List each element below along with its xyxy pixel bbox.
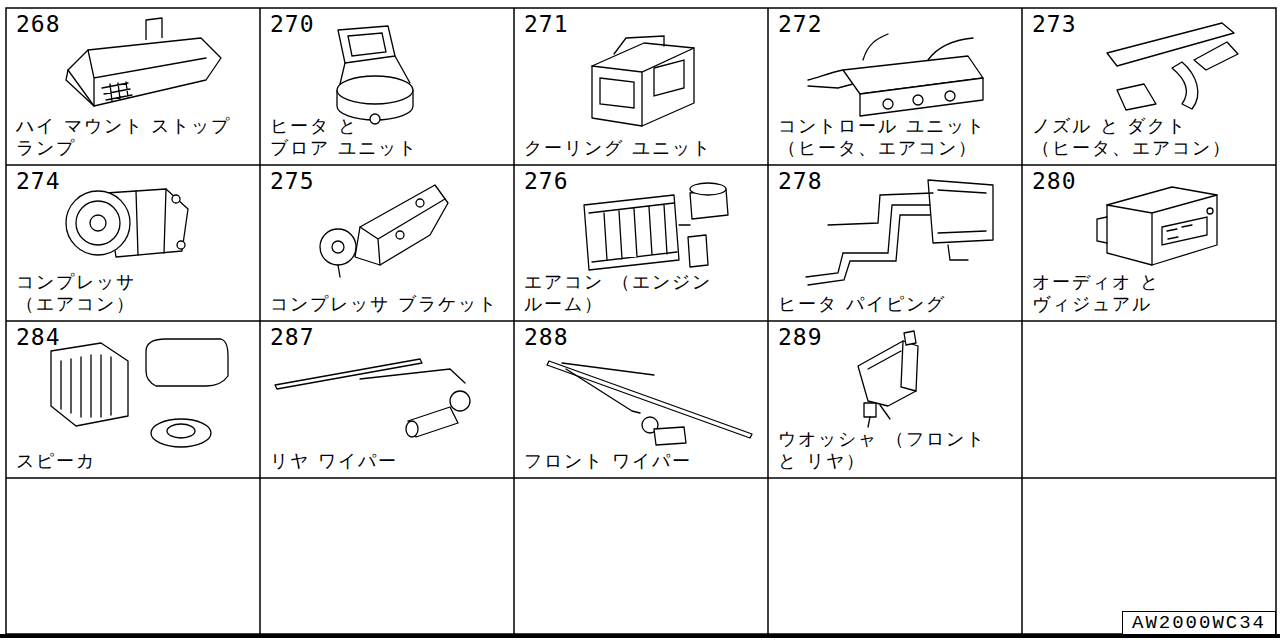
part-index-cell: 278 ヒータ パイピング [768, 165, 1022, 321]
callout-number: 287 [270, 324, 315, 350]
part-index-cell: 271 クーリング ユニット [514, 8, 768, 165]
part-index-cell: 289 ウオッシャ （フロント と リヤ） [768, 321, 1022, 478]
callout-number: 271 [524, 11, 569, 37]
callout-number: 280 [1032, 168, 1077, 194]
part-name: オーディオ と ヴィジュアル [1032, 271, 1182, 315]
part-index-cell: 268 ハイ マウント ストップ ランプ [6, 8, 260, 165]
audio-drawing [1097, 187, 1217, 265]
part-index-cell: 270 ヒータ と ブロア ユニット [260, 8, 514, 165]
front-wiper-drawing [547, 361, 752, 445]
part-name: エアコン （エンジン ルーム） [524, 271, 762, 315]
condenser-drawing [584, 183, 728, 270]
part-name: リヤ ワイパー [270, 450, 508, 472]
washer-drawing [858, 331, 918, 427]
cooling-unit-drawing [592, 36, 694, 126]
part-name: コンプレッサ （エアコン） [16, 271, 254, 315]
duct-drawing [1107, 23, 1238, 110]
drawing-code: AW2000WC34 [1132, 613, 1266, 633]
callout-number: 278 [778, 168, 823, 194]
compressor-drawing [66, 189, 188, 257]
part-name: ヒータ と ブロア ユニット [270, 115, 420, 159]
control-unit-drawing [808, 34, 983, 116]
part-index-cell: 280 オーディオ と ヴィジュアル [1022, 165, 1276, 321]
part-index-cell: 272 コントロール ユニット （ヒータ、エアコン） [768, 8, 1022, 165]
callout-number: 276 [524, 168, 569, 194]
part-index-cell: 273 ノズル と ダクト （ヒータ、エアコン） [1022, 8, 1276, 165]
part-name: スピーカ [16, 450, 254, 472]
grid-lines [0, 8, 1280, 636]
part-index-cell: 276 エアコン （エンジン ルーム） [514, 165, 768, 321]
callout-number: 272 [778, 11, 823, 37]
part-index-cell: 284 スピーカ [6, 321, 260, 478]
part-index-cell: 287 リヤ ワイパー [260, 321, 514, 478]
callout-number: 274 [16, 168, 61, 194]
piping-drawing [806, 180, 993, 285]
drawing-code-box: AW2000WC34 [1122, 611, 1276, 635]
part-index-cell: 275 コンプレッサ ブラケット [260, 165, 514, 321]
lamp-drawing [66, 18, 221, 106]
callout-number: 288 [524, 324, 569, 350]
part-name: コントロール ユニット （ヒータ、エアコン） [778, 115, 993, 159]
callout-number: 268 [16, 11, 61, 37]
part-name: ハイ マウント ストップ ランプ [16, 115, 254, 159]
bracket-drawing [320, 185, 448, 277]
part-name: ノズル と ダクト （ヒータ、エアコン） [1032, 115, 1247, 159]
callout-number: 289 [778, 324, 823, 350]
rear-wiper-drawing [275, 359, 470, 437]
blower-drawing [337, 26, 413, 124]
part-name: ヒータ パイピング [778, 293, 1016, 315]
part-name: フロント ワイパー [524, 450, 762, 472]
callout-number: 284 [16, 324, 61, 350]
part-index-cell: 274 コンプレッサ （エアコン） [6, 165, 260, 321]
part-name: コンプレッサ ブラケット [270, 293, 508, 315]
part-index-cell: 288 フロント ワイパー [514, 321, 768, 478]
part-name: ウオッシャ （フロント と リヤ） [778, 428, 988, 472]
part-name: クーリング ユニット [524, 137, 762, 159]
callout-number: 275 [270, 168, 315, 194]
speaker-drawing [51, 339, 228, 447]
callout-number: 270 [270, 11, 315, 37]
callout-number: 273 [1032, 11, 1077, 37]
